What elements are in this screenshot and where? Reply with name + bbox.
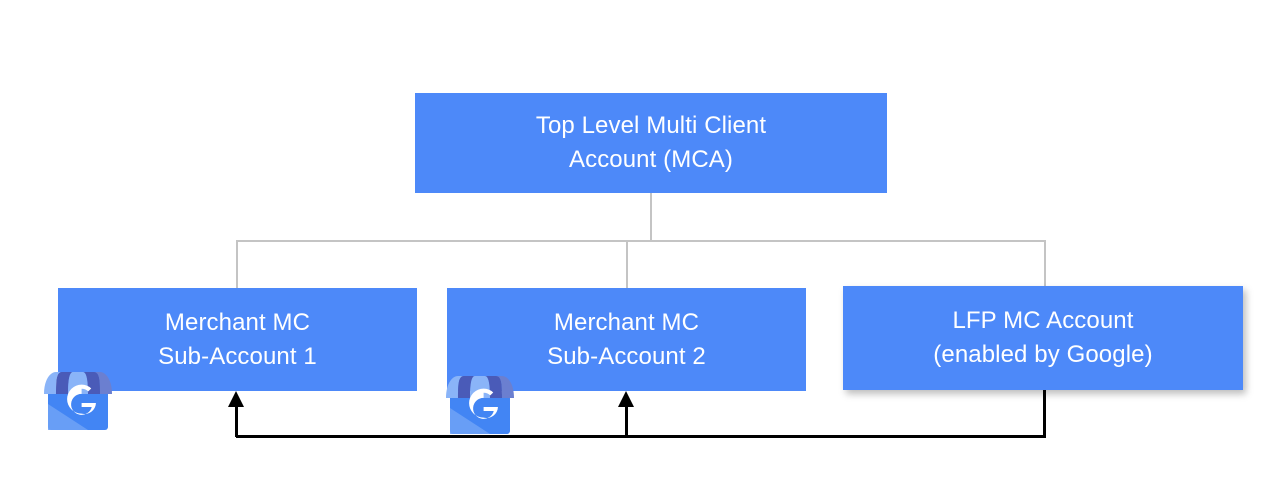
- connector-bus-to-sub-account-1: [236, 240, 238, 288]
- connector-mca-to-bus: [650, 193, 652, 241]
- node-merchant-sub-account-1-label: Merchant MC Sub-Account 1: [158, 308, 317, 370]
- flow-line-horizontal: [236, 435, 1046, 438]
- node-lfp-mc-account-label: LFP MC Account (enabled by Google): [933, 307, 1153, 368]
- arrowhead-to-sub-account-1: [228, 391, 244, 407]
- flow-line-to-sub-account-1: [235, 400, 238, 437]
- flow-line-from-lfp-account: [1043, 390, 1046, 438]
- node-merchant-sub-account-2[interactable]: Merchant MC Sub-Account 2: [447, 288, 806, 391]
- connector-horizontal-bus: [236, 240, 1046, 242]
- node-merchant-sub-account-2-label: Merchant MC Sub-Account 2: [547, 308, 706, 370]
- google-my-business-icon: [44, 372, 112, 430]
- arrowhead-to-sub-account-2: [618, 391, 634, 407]
- connector-bus-to-sub-account-2: [626, 240, 628, 288]
- node-merchant-sub-account-1[interactable]: Merchant MC Sub-Account 1: [58, 288, 417, 391]
- node-lfp-mc-account[interactable]: LFP MC Account (enabled by Google): [843, 286, 1243, 390]
- node-top-level-mca-label: Top Level Multi Client Account (MCA): [535, 112, 767, 173]
- node-top-level-mca[interactable]: Top Level Multi Client Account (MCA): [415, 93, 887, 193]
- flow-line-to-sub-account-2: [625, 400, 628, 437]
- connector-bus-to-lfp-account: [1044, 240, 1046, 288]
- google-my-business-icon: [446, 376, 514, 434]
